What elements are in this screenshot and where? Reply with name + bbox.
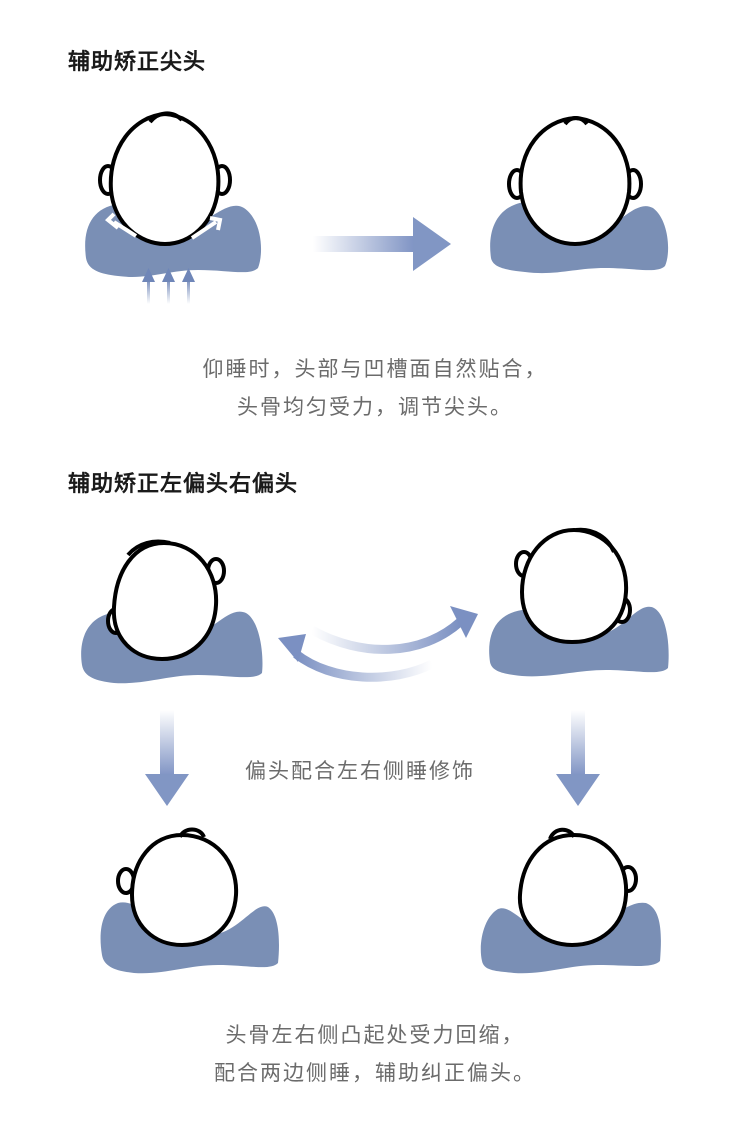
caption-line: 配合两边侧睡，辅助纠正偏头。 — [214, 1061, 536, 1085]
down-arrow-right — [556, 710, 600, 806]
section-title-tilted-head: 辅助矫正左偏头右偏头 — [68, 472, 299, 497]
pointed-head-caption: 仰睡时，头部与凹槽面自然贴合， 头骨均匀受力，调节尖头。 — [0, 350, 750, 426]
caption-line: 头骨均匀受力，调节尖头。 — [237, 395, 513, 419]
section-title-pointed-head: 辅助矫正尖头 — [68, 50, 207, 75]
head-outline — [517, 827, 638, 948]
curve-arrow-right — [309, 618, 463, 654]
down-arrow-left — [145, 710, 189, 806]
head-outline — [514, 527, 632, 645]
curved-swap-arrows — [278, 606, 478, 682]
side-sleep-right-figure — [480, 827, 661, 974]
tilted-head-top-left-figure — [81, 539, 263, 684]
caption-line: 头骨左右侧凸起处受力回缩， — [225, 1023, 525, 1047]
side-sleep-label: 偏头配合左右侧睡修饰 — [245, 759, 475, 783]
head-outline — [98, 111, 232, 247]
pointed-head-after-figure — [490, 115, 669, 274]
pointed-head-before-figure — [85, 111, 262, 304]
side-sleep-left-figure — [100, 827, 279, 974]
tilted-head-top-right-figure — [489, 527, 669, 677]
head-outline — [106, 539, 226, 662]
head-outline — [507, 115, 643, 247]
upward-arrows — [142, 268, 195, 304]
tilted-head-caption: 头骨左右侧凸起处受力回缩， 配合两边侧睡，辅助纠正偏头。 — [0, 1016, 750, 1092]
outward-arrows — [105, 212, 223, 240]
transition-arrow-right — [313, 217, 451, 271]
caption-line: 仰睡时，头部与凹槽面自然贴合， — [202, 357, 548, 381]
head-outline — [116, 827, 239, 948]
curve-arrow-left — [293, 650, 435, 682]
